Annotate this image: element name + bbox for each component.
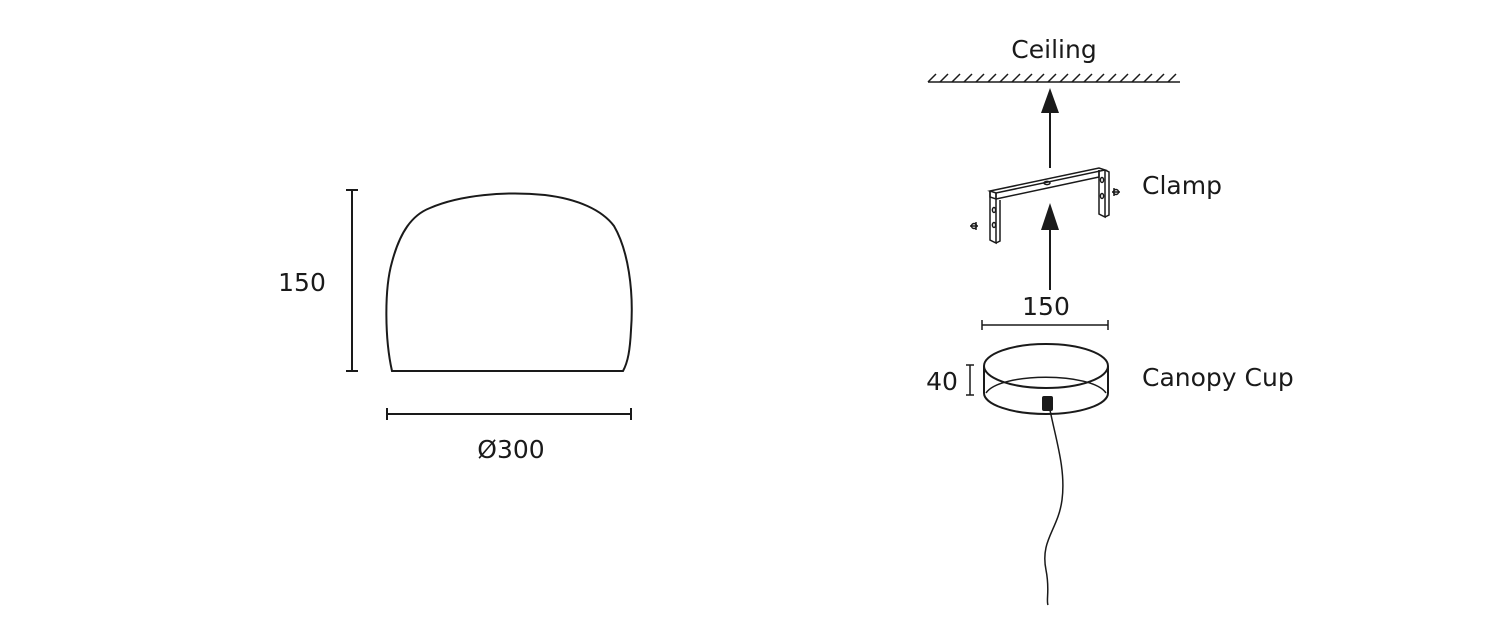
shade-diameter-dimension <box>386 408 632 420</box>
canopy-cup-label: Canopy Cup <box>1142 363 1294 392</box>
ceiling-hatch <box>927 73 1180 83</box>
clamp-label: Clamp <box>1142 171 1222 200</box>
mounting-group: Ceiling <box>926 35 1294 606</box>
arrow-to-ceiling <box>1041 88 1059 168</box>
canopy-height-label: 40 <box>926 367 958 396</box>
lamp-shade-outline <box>385 192 633 372</box>
shade-height-dimension <box>346 189 358 372</box>
screw-icon <box>970 222 978 230</box>
arrow-to-clamp <box>1041 203 1059 290</box>
screw-icon <box>1112 188 1120 196</box>
clamp-bracket <box>970 167 1120 245</box>
suspension-cable <box>1044 409 1064 606</box>
shade-height-label: 150 <box>278 268 326 297</box>
shade-diameter-label: Ø300 <box>477 435 544 464</box>
canopy-cup <box>983 343 1109 415</box>
lamp-shade-group: 150 Ø300 <box>278 189 633 464</box>
ceiling-label: Ceiling <box>1011 35 1096 64</box>
canopy-width-label: 150 <box>1022 292 1070 321</box>
canopy-width-dimension <box>981 320 1109 330</box>
canopy-height-dimension <box>966 364 974 396</box>
